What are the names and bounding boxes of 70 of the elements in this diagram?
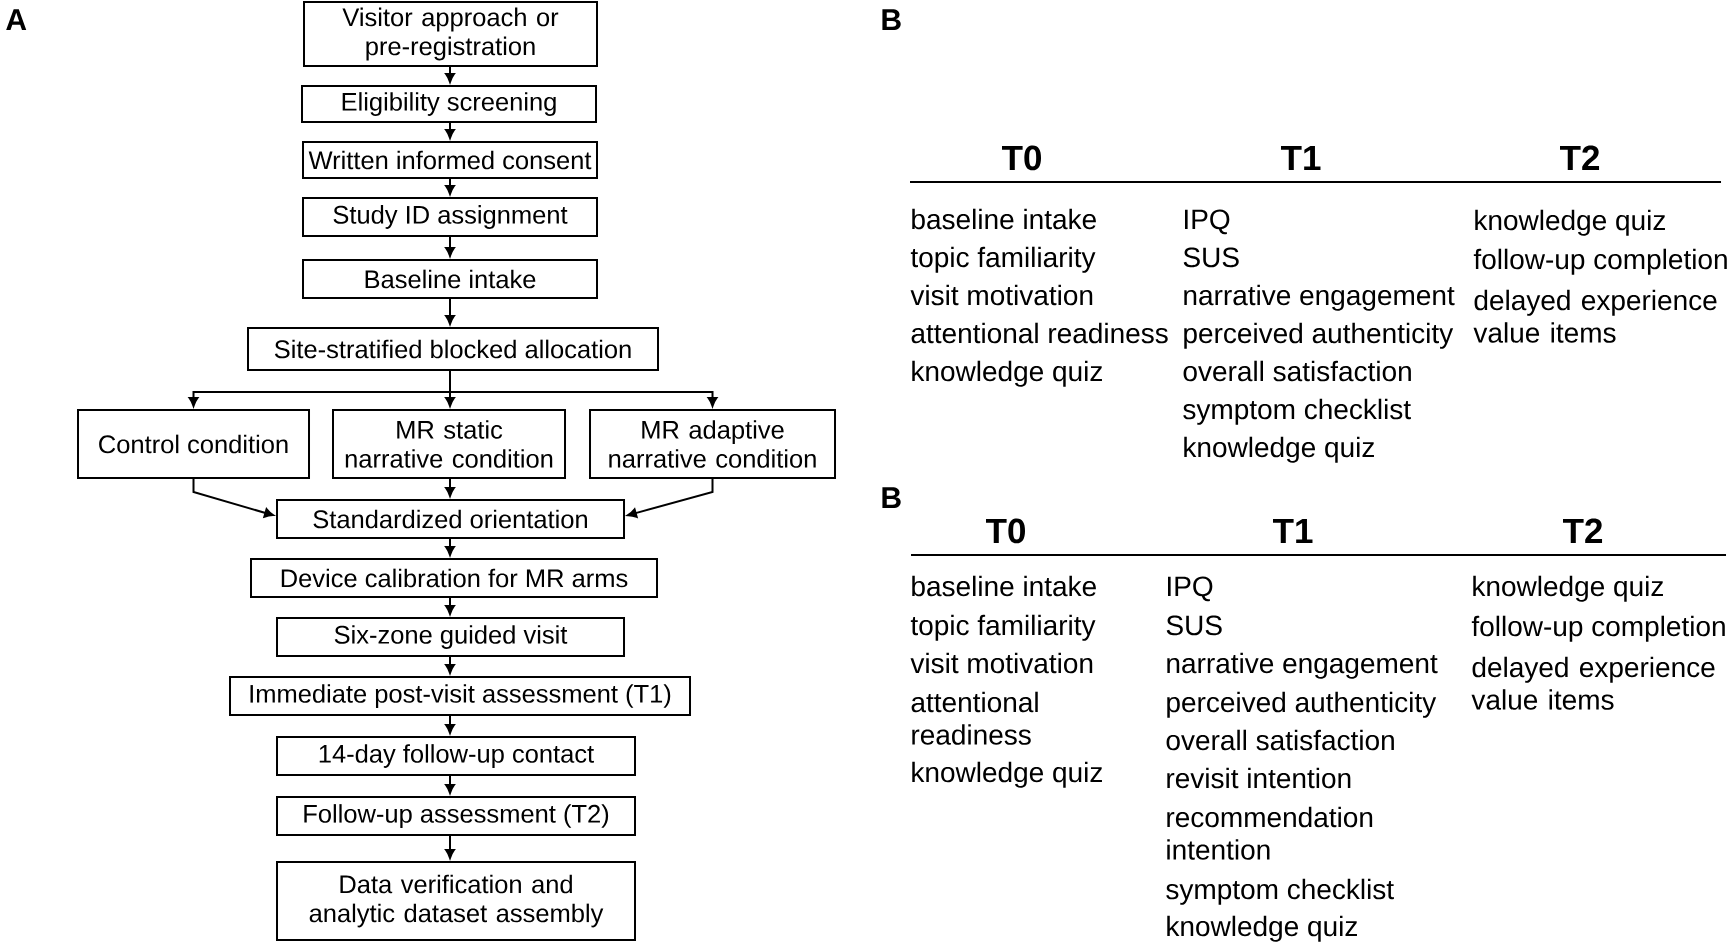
measure-name: knowledge quiz	[1475, 209, 1665, 236]
measure-name: symptom checklist	[1183, 398, 1411, 425]
process-box: Device calibration for MR arms	[250, 558, 658, 598]
measure-name: knowledge quiz	[1473, 575, 1663, 602]
process-box: Visitor approach or pre-registration	[303, 1, 598, 67]
measure-name: revisit intention	[1167, 767, 1351, 789]
measure-name: follow-up completion	[1473, 248, 1727, 275]
timepoint-header: T0	[1002, 145, 1041, 171]
measure-name: knowledge quiz	[1184, 436, 1374, 463]
panel-letter: A	[6, 9, 27, 30]
arrow	[445, 236, 455, 257]
timepoint-header: T1	[1273, 518, 1313, 543]
measure-name: IPQ	[1185, 209, 1230, 235]
measure-name: knowledge quiz	[912, 761, 1102, 788]
measure-name: perceived authenticity	[1184, 322, 1454, 349]
arrow	[627, 478, 714, 518]
measure-name: baseline intake	[912, 575, 1096, 597]
arrow	[445, 298, 455, 325]
measure-name: overall satisfaction	[1166, 729, 1394, 751]
timepoint-header: T1	[1281, 145, 1321, 170]
measure-name: narrative engagement	[1184, 284, 1455, 311]
process-box: MR adaptive narrative condition	[589, 409, 836, 479]
arrow	[445, 178, 455, 195]
process-box: 14-day follow-up contact	[276, 736, 636, 776]
measure-name: topic familiarity	[910, 246, 1096, 273]
process-box: Follow-up assessment (T2)	[276, 796, 636, 836]
measure-name: knowledge quiz	[912, 360, 1102, 387]
measure-name: delayed experience value items	[1471, 656, 1715, 710]
measure-name: perceived authenticity	[1167, 691, 1437, 718]
measure-name: SUS	[1183, 247, 1239, 268]
process-box: Eligibility screening	[301, 85, 597, 123]
arrow	[445, 715, 455, 734]
measure-name: knowledge quiz	[1167, 915, 1357, 942]
process-box: MR static narrative condition	[332, 409, 566, 479]
process-box: Study ID assignment	[302, 197, 598, 237]
arrow	[445, 597, 455, 615]
timepoint-header: T0	[986, 518, 1025, 544]
process-box: Six-zone guided visit	[276, 617, 625, 657]
measure-name: symptom checklist	[1166, 878, 1394, 905]
process-box: Data verification and analytic dataset assembly	[276, 861, 636, 941]
measure-name: baseline intake	[912, 208, 1096, 230]
arrow	[188, 370, 718, 407]
process-box: Control condition	[77, 409, 310, 479]
measure-name: attentional readiness	[911, 322, 1168, 344]
process-box: Written informed consent	[302, 141, 598, 179]
panel-letter: B	[882, 9, 901, 30]
arrow	[445, 775, 455, 794]
measure-name: IPQ	[1168, 576, 1213, 602]
process-box: Baseline intake	[302, 259, 598, 299]
arrow	[445, 66, 455, 83]
arrow	[445, 478, 455, 497]
measure-name: SUS	[1166, 615, 1222, 636]
arrow	[445, 122, 455, 139]
measure-name: topic familiarity	[910, 614, 1096, 641]
arrow	[445, 656, 455, 674]
arrow	[192, 478, 274, 518]
measure-name: delayed experience value items	[1473, 289, 1717, 343]
arrow	[445, 835, 455, 859]
timepoint-header: T2	[1563, 518, 1603, 543]
process-box: Standardized orientation	[276, 499, 625, 539]
measure-name: visit motivation	[910, 284, 1093, 306]
arrow	[445, 538, 455, 556]
process-box: Immediate post-visit assessment (T1)	[229, 676, 691, 716]
panel-letter: B	[882, 487, 901, 508]
measure-name: follow-up completion	[1471, 615, 1725, 642]
measure-name: visit motivation	[910, 652, 1093, 674]
measure-name: narrative engagement	[1167, 652, 1438, 679]
process-box: Site-stratified blocked allocation	[247, 327, 659, 371]
timepoint-header: T2	[1560, 145, 1600, 170]
measure-name: overall satisfaction	[1183, 360, 1411, 382]
